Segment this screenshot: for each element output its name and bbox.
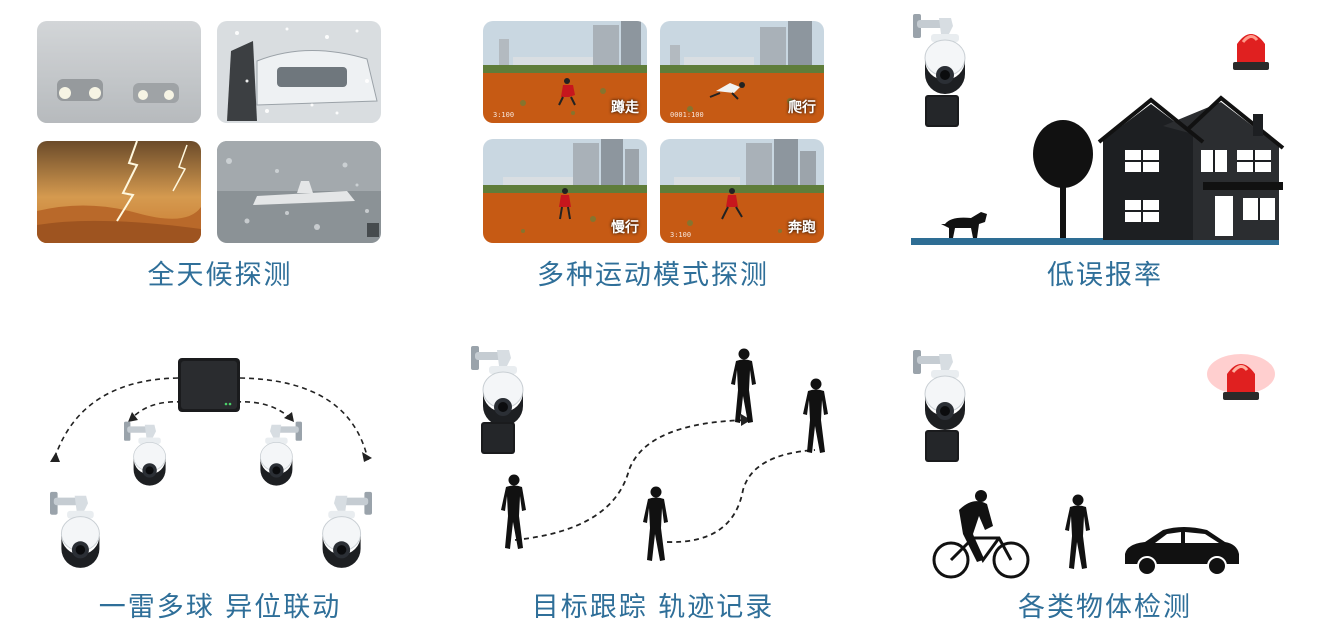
snow-image (217, 21, 381, 123)
dog-icon (941, 212, 987, 238)
motion-tile-crouch: 蹲走 3:100 (483, 21, 647, 123)
ptz-camera-icon (912, 13, 966, 95)
house-icon (1097, 95, 1285, 240)
ptz-camera-icon (49, 491, 100, 569)
radar-box-icon (178, 358, 240, 412)
ptz-camera-icon (123, 421, 167, 487)
linkage-panel: 一雷多球 异位联动 (0, 330, 440, 628)
timestamp: 0001:100 (670, 111, 704, 119)
mode-label: 爬行 (788, 100, 816, 116)
car-icon (1125, 527, 1239, 576)
objects-caption: 各类物体检测 (1018, 592, 1192, 623)
tree-icon (1033, 120, 1093, 238)
motion-tile-run: 奔跑 3:100 (660, 139, 824, 243)
person-icon (643, 486, 668, 561)
objects-panel: 各类物体检测 (885, 330, 1325, 628)
radar-box-icon (481, 422, 515, 454)
person-icon (1065, 494, 1090, 569)
fog-image (37, 21, 201, 123)
timestamp: 3:100 (670, 231, 692, 239)
rain-image (217, 141, 381, 243)
false-alarm-panel: 低误报率 (885, 0, 1325, 300)
person-icon (803, 378, 828, 453)
motion-caption: 多种运动模式探测 (537, 260, 769, 291)
mode-label: 蹲走 (611, 100, 639, 116)
weather-caption: 全天候探测 (147, 260, 293, 291)
motion-tile-crawl: 爬行 0001:100 (660, 21, 824, 123)
tracking-panel: 目标跟踪 轨迹记录 (433, 330, 873, 628)
person-icon (501, 474, 526, 549)
ground-line (911, 238, 1279, 245)
motion-panel: 蹲走 3:100 爬行 0001:100 慢行 (433, 0, 873, 300)
person-icon (731, 348, 756, 423)
ptz-camera-icon (912, 349, 966, 431)
radar-box-icon (925, 95, 959, 127)
ptz-camera-icon (259, 421, 303, 487)
weather-panel: 全天候探测 (0, 0, 440, 300)
radar-box-icon (925, 430, 959, 462)
ptz-camera-icon (322, 491, 373, 569)
timestamp: 3:100 (493, 111, 515, 119)
tracking-caption: 目标跟踪 轨迹记录 (531, 592, 775, 623)
cyclist-icon (932, 490, 1030, 579)
false-alarm-caption: 低误报率 (1047, 260, 1163, 291)
alarm-light-icon (1207, 354, 1275, 400)
mode-label: 慢行 (611, 220, 639, 236)
ptz-camera-icon (470, 345, 524, 427)
lightning-image (37, 141, 201, 243)
linkage-caption: 一雷多球 异位联动 (98, 592, 342, 623)
alarm-light-icon (1233, 34, 1269, 70)
mode-label: 奔跑 (788, 220, 816, 236)
motion-tile-slow-walk: 慢行 (483, 139, 647, 243)
